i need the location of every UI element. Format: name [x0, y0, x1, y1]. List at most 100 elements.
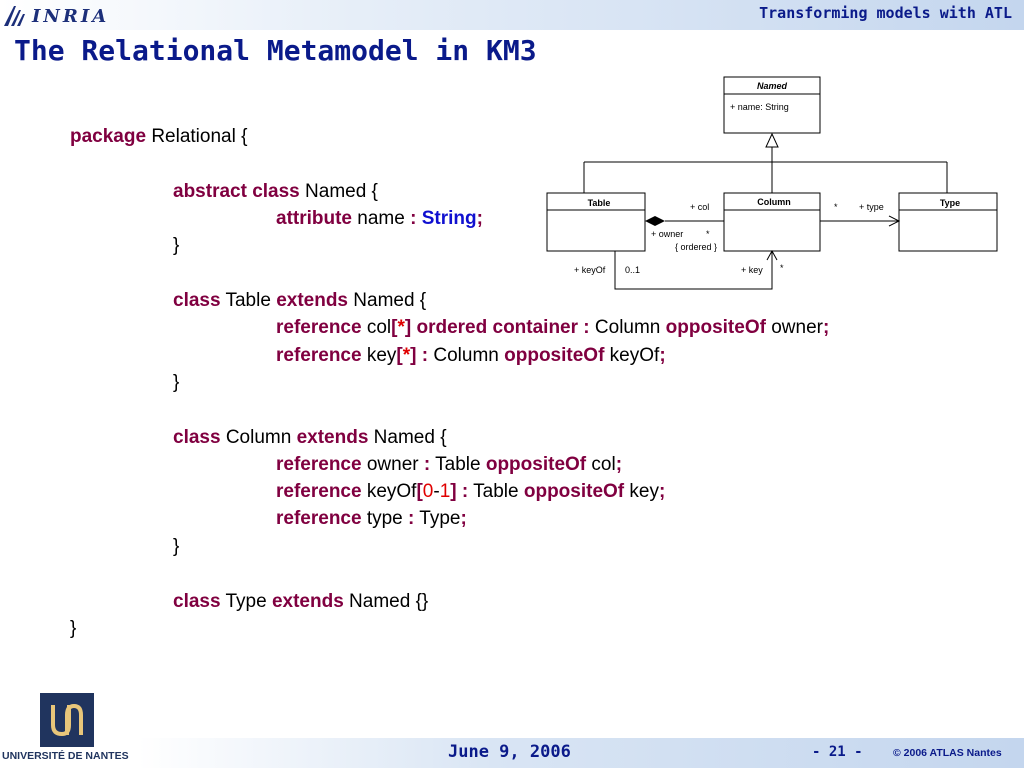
code-line: }: [173, 235, 179, 257]
code-text: col: [361, 317, 392, 338]
code-line: reference keyOf[0-1] : Table oppositeOf …: [276, 481, 665, 503]
inria-logo-text: INRIA: [32, 5, 110, 27]
uml-class-name: Table: [588, 198, 611, 208]
universite-logo-mark: [40, 693, 94, 747]
code-text: keyOf: [361, 481, 417, 502]
code-line: }: [173, 536, 179, 558]
code-symbol: :: [410, 208, 417, 229]
code-symbol: :: [408, 508, 415, 529]
page-number: - 21 -: [812, 744, 863, 760]
code-line: reference key[*] : Column oppositeOf key…: [276, 345, 666, 367]
code-text: Named {}: [343, 591, 429, 612]
code-keyword: extends: [271, 591, 344, 612]
uml-class-name: Column: [757, 197, 791, 207]
inria-mark-icon: [4, 6, 25, 26]
code-keyword: abstract class: [173, 181, 300, 202]
code-text: Column: [220, 427, 297, 448]
copyright-notice: © 2006 ATLAS Nantes: [893, 747, 1002, 759]
code-line: class Column extends Named {: [173, 427, 447, 449]
code-text: key: [624, 481, 659, 502]
uml-role-label: + type: [859, 202, 884, 212]
code-keyword: oppositeOf: [523, 481, 625, 502]
code-text: Table: [430, 454, 486, 475]
code-symbol: ;: [659, 481, 666, 502]
code-keyword: oppositeOf: [665, 317, 766, 338]
code-keyword: attribute: [276, 208, 352, 229]
uml-association-key: [614, 249, 778, 290]
uml-association-type: [820, 215, 901, 227]
code-text: Table: [220, 290, 277, 311]
code-line: }: [173, 372, 179, 394]
code-text: Table: [468, 481, 524, 502]
code-text: col: [586, 454, 616, 475]
code-multiplicity: *: [397, 317, 405, 338]
code-symbol: ] :: [410, 345, 429, 366]
un-monogram-icon: [51, 703, 83, 737]
code-text: Named {: [299, 181, 378, 202]
footer-date: June 9, 2006: [448, 742, 571, 762]
code-line: }: [70, 618, 76, 640]
code-keyword: class: [173, 290, 221, 311]
code-keyword: reference: [276, 454, 362, 475]
code-type: String: [421, 208, 477, 229]
uml-attribute: + name: String: [730, 102, 789, 112]
code-line: class Type extends Named {}: [173, 591, 428, 613]
code-keyword: package: [70, 126, 147, 147]
code-line: reference owner : Table oppositeOf col;: [276, 454, 622, 476]
presentation-title: Transforming models with ATL: [759, 4, 1012, 22]
code-text: key: [361, 345, 397, 366]
uml-class-name: Type: [940, 198, 960, 208]
uml-role-label: + keyOf: [574, 265, 606, 275]
uml-role-label: + key: [741, 265, 763, 275]
uml-class-diagram: Named + name: String Table Column Type: [546, 76, 998, 290]
code-keyword: reference: [276, 345, 362, 366]
code-keyword: oppositeOf: [504, 345, 605, 366]
code-text: Column: [428, 345, 505, 366]
code-text: Type: [414, 508, 461, 529]
code-text: owner: [765, 317, 823, 338]
uml-role-label: + owner: [651, 229, 683, 239]
uml-multiplicity-label: 0..1: [625, 265, 640, 275]
code-symbol: ;: [460, 508, 467, 529]
code-text: owner: [361, 454, 424, 475]
code-line: abstract class Named {: [173, 181, 378, 203]
code-text: }: [173, 372, 180, 393]
code-keyword: reference: [276, 508, 362, 529]
code-line: package Relational {: [70, 126, 247, 148]
code-line: reference col[*] ordered container : Col…: [276, 317, 829, 339]
code-text: name: [352, 208, 411, 229]
slide-title: The Relational Metamodel in KM3: [14, 34, 537, 67]
code-keyword: class: [173, 427, 221, 448]
code-number: 1: [439, 481, 451, 502]
code-keyword: extends: [276, 290, 348, 311]
code-keyword: oppositeOf: [485, 454, 587, 475]
code-symbol: :: [423, 454, 431, 475]
uml-constraint-label: { ordered }: [675, 242, 717, 252]
code-text: Relational {: [146, 126, 248, 147]
uml-multiplicity-label: *: [834, 202, 838, 212]
code-multiplicity: *: [402, 345, 411, 366]
uml-class-table: Table: [546, 192, 646, 252]
code-text: Column: [589, 317, 666, 338]
code-text: Named {: [368, 427, 447, 448]
code-keyword: reference: [276, 481, 362, 502]
footer-bar: [138, 738, 1024, 768]
code-keyword: extends: [296, 427, 369, 448]
code-symbol: [: [416, 481, 423, 502]
code-symbol: ] :: [450, 481, 469, 502]
uml-generalization: [583, 132, 948, 193]
uml-composition-col-owner: [645, 216, 724, 226]
code-keyword: reference: [276, 317, 362, 338]
code-line: reference type : Type;: [276, 508, 467, 530]
uml-role-label: + col: [690, 202, 709, 212]
code-number: 0: [422, 481, 434, 502]
code-symbol: ;: [476, 208, 483, 229]
uml-class-column: Column: [723, 192, 821, 252]
code-text: -: [433, 481, 440, 502]
code-symbol: ;: [822, 317, 830, 338]
code-text: }: [70, 618, 77, 639]
code-symbol: [: [391, 317, 398, 338]
code-keyword: class: [173, 591, 221, 612]
code-text: keyOf: [604, 345, 660, 366]
code-text: Named {: [348, 290, 427, 311]
